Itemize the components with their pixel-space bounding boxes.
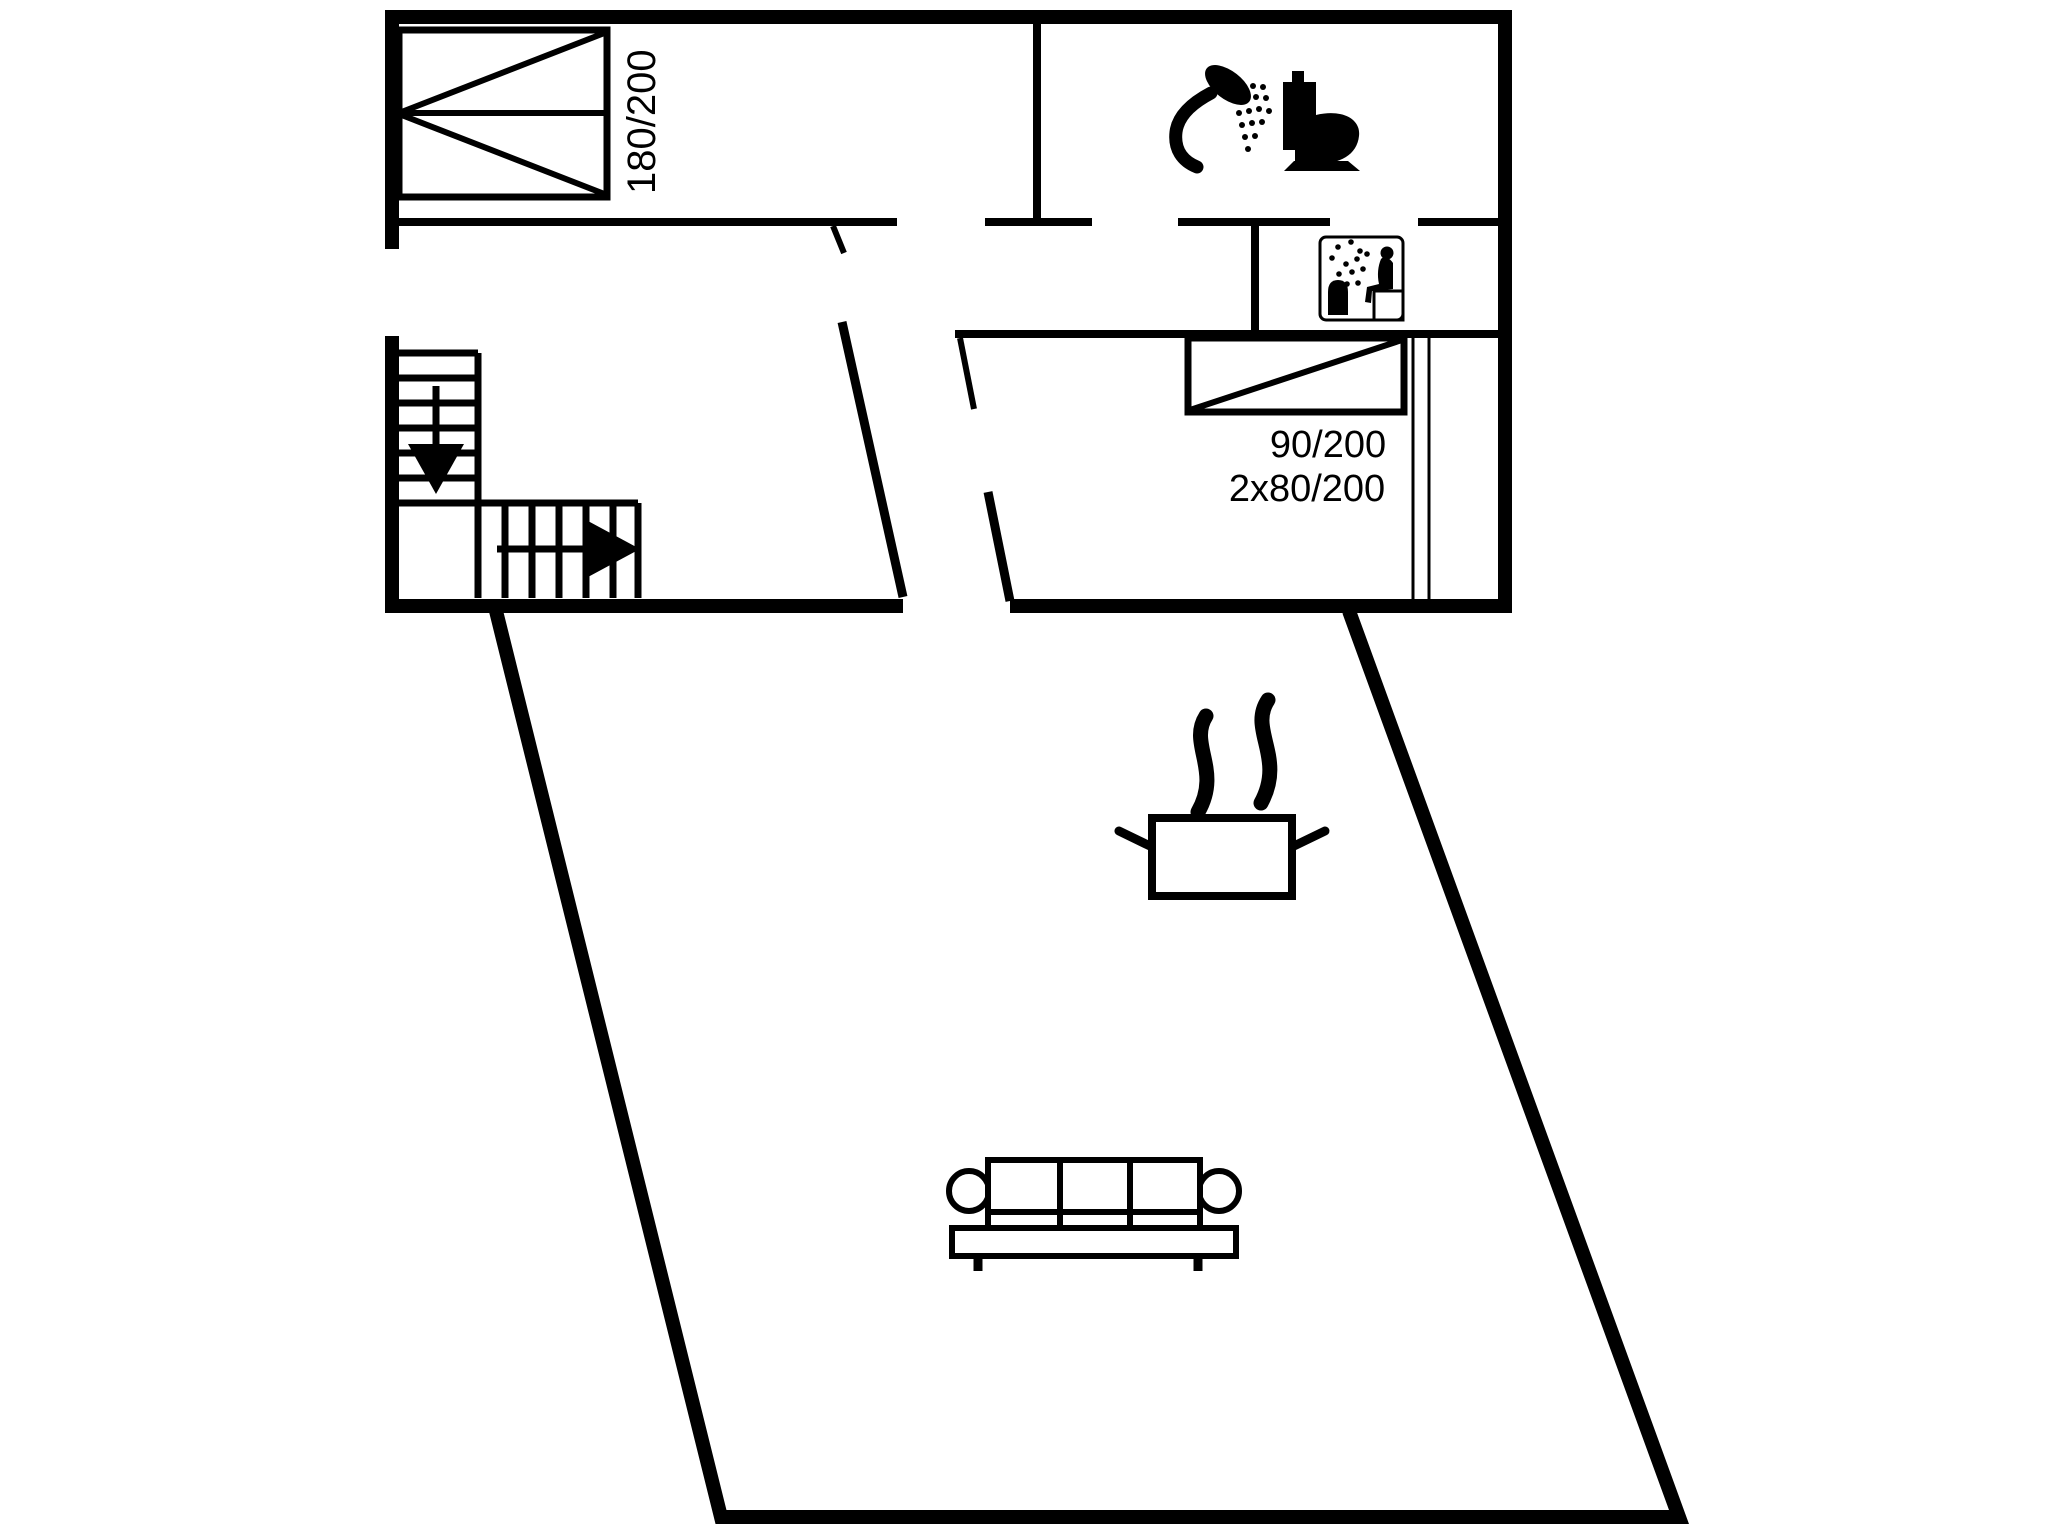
bunk-bed-dimension-label: 2x80/200	[1229, 468, 1385, 510]
cooking-pot-icon	[1114, 814, 1330, 900]
kitchen-symbol	[1114, 692, 1330, 900]
shower-icon	[1169, 65, 1272, 174]
sauna-icon	[1318, 235, 1405, 322]
wall-corridor-left-slanted	[837, 321, 908, 598]
toilet-icon	[1283, 71, 1360, 171]
sofa-arm	[946, 1168, 992, 1214]
sauna-steam-dots	[1329, 239, 1370, 287]
sauna-bench	[1372, 289, 1405, 322]
sauna-person-body	[1365, 257, 1393, 303]
door-leaf-icon	[957, 337, 977, 410]
wall-corridor-right-slanted	[983, 491, 1015, 602]
interior-walls	[399, 17, 1501, 602]
pot-handle	[1114, 826, 1155, 851]
steam-icon	[1190, 708, 1215, 820]
bathroom	[1169, 65, 1360, 174]
shower-handle	[1169, 86, 1218, 174]
pot-handle	[1289, 826, 1330, 851]
toilet-pedestal	[1295, 148, 1327, 164]
bed-diagonal	[397, 111, 609, 198]
single-bed-icon	[1184, 334, 1408, 416]
toilet-base	[1284, 161, 1360, 171]
steam-icon	[1253, 692, 1278, 811]
sauna	[1318, 235, 1405, 322]
bedroom-double: 180/200	[395, 26, 664, 201]
bed-diagonal	[397, 29, 609, 116]
sofa-arm	[1196, 1168, 1242, 1214]
toilet-button	[1292, 71, 1304, 82]
living-area	[489, 608, 1689, 1524]
shower-head	[1205, 65, 1251, 105]
spray-dots	[1230, 83, 1272, 152]
living-area-walls	[489, 608, 1689, 1524]
stairs-right-arrow-icon	[497, 521, 640, 577]
toilet-cistern	[1283, 82, 1316, 150]
sofa-back	[985, 1157, 1203, 1233]
double-bed-dimension-label: 180/200	[620, 49, 664, 194]
single-bed-dimension-label: 90/200	[1270, 424, 1386, 466]
bed-diagonal	[1189, 337, 1403, 413]
double-bed-icon	[395, 26, 611, 201]
door-leaf-icon	[830, 224, 847, 255]
sofa-seat	[949, 1225, 1239, 1259]
staircase	[399, 349, 642, 598]
upper-floor-outer-walls	[385, 10, 1512, 613]
sauna-heater	[1328, 280, 1348, 315]
sauna-person-head	[1380, 246, 1394, 260]
bedroom-single: 90/200 2x80/200	[1184, 334, 1408, 510]
sofa-icon	[946, 1157, 1242, 1271]
pot-body	[1148, 814, 1296, 900]
stairs-down-arrow-icon	[408, 386, 464, 494]
